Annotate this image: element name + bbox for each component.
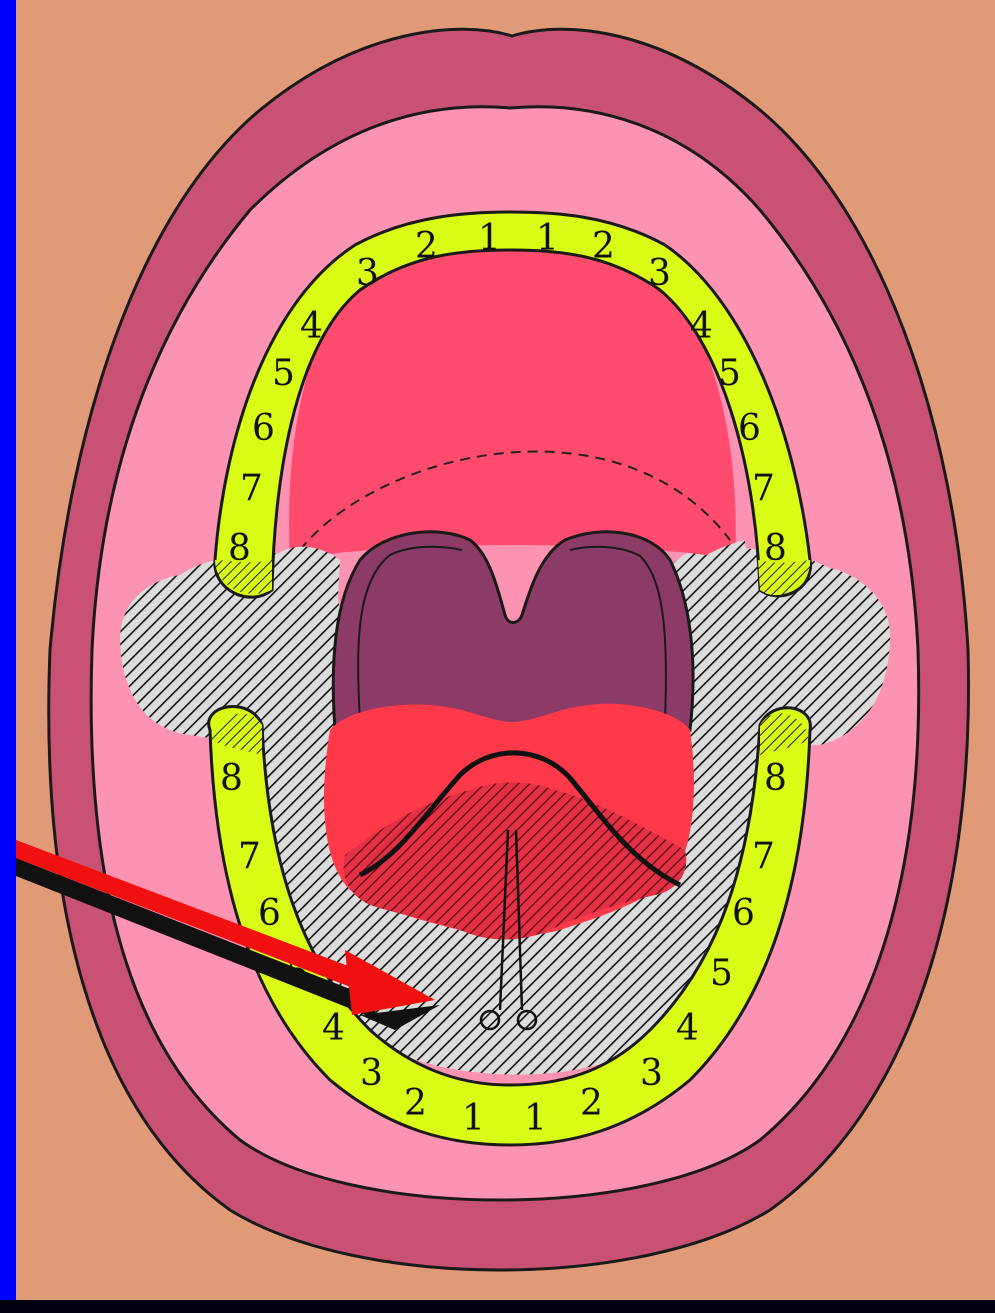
bottom-band <box>0 1300 995 1313</box>
upper-tooth-label: 6 <box>252 408 275 449</box>
lower-tooth-label: 8 <box>220 758 243 799</box>
lower-tooth-label: 8 <box>764 758 787 799</box>
upper-tooth-label: 2 <box>415 226 438 267</box>
upper-tooth-label: 3 <box>356 253 379 294</box>
lower-tooth-label: 6 <box>258 893 281 934</box>
palatal-hatched-right <box>690 540 755 741</box>
upper-tooth-label: 4 <box>690 306 713 347</box>
lower-tooth-label: 7 <box>752 836 775 877</box>
upper-tooth-label: 1 <box>478 218 501 259</box>
lower-tooth-label: 4 <box>322 1008 345 1049</box>
upper-tooth-label: 7 <box>752 468 775 509</box>
upper-tooth-label: 4 <box>300 306 323 347</box>
upper-tooth-label: 3 <box>648 253 671 294</box>
palatal-hatched-left <box>265 547 340 741</box>
lower-tooth-label: 1 <box>462 1098 485 1139</box>
lower-tooth-label: 5 <box>710 953 733 994</box>
lower-tooth-label: 7 <box>238 836 261 877</box>
upper-tooth-label: 8 <box>228 528 251 569</box>
lower-tooth-label: 2 <box>580 1083 603 1124</box>
lower-tooth-label: 3 <box>640 1053 663 1094</box>
lower-tooth-label: 1 <box>524 1098 547 1139</box>
upper-tooth-label: 6 <box>738 408 761 449</box>
upper-tooth-label: 2 <box>592 226 615 267</box>
side-bar <box>0 0 16 1300</box>
upper-tooth-label: 8 <box>764 528 787 569</box>
lower-tooth-label: 6 <box>732 893 755 934</box>
upper-tooth-label: 5 <box>272 353 295 394</box>
lower-tooth-label: 2 <box>404 1083 427 1124</box>
upper-tooth-label: 7 <box>240 468 263 509</box>
upper-tooth-label: 5 <box>718 353 741 394</box>
lower-tooth-label: 3 <box>360 1053 383 1094</box>
upper-tooth-label: 1 <box>536 218 559 259</box>
lower-tooth-label: 4 <box>676 1008 699 1049</box>
